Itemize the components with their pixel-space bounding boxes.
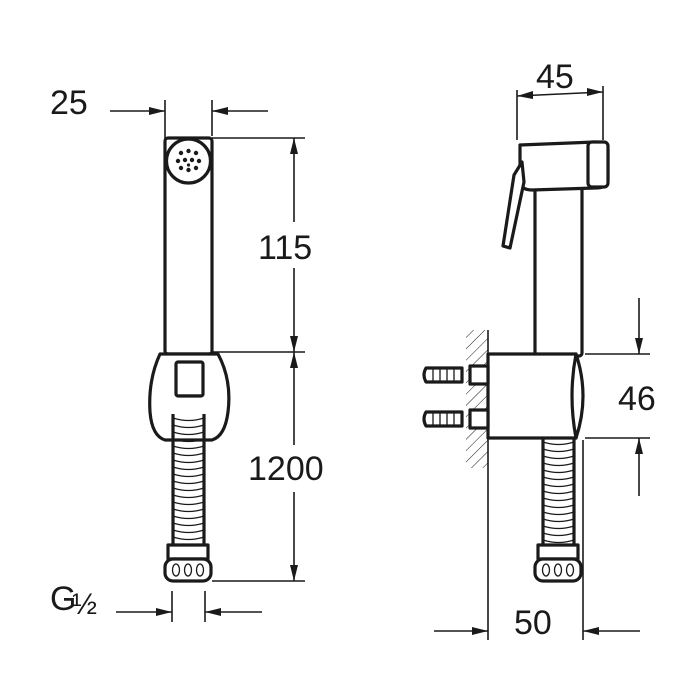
holder-bracket-side (468, 352, 585, 440)
hose-coil (172, 466, 205, 471)
spray-nozzles-icon (175, 148, 202, 173)
dim-top-width: 25 (50, 84, 268, 150)
hose-coil (172, 522, 205, 527)
dim-holder-height-label: 46 (618, 380, 656, 418)
hose-side (541, 438, 576, 545)
dim-head-height-label: 115 (258, 229, 312, 267)
dim-projection-label: 50 (514, 604, 552, 642)
hose-coil (172, 445, 205, 450)
hose-front (171, 414, 206, 545)
hose-coil (542, 539, 575, 544)
hose-coil (542, 518, 575, 523)
hose-coil (172, 452, 205, 457)
front-view: 25 115 1200 G (50, 84, 324, 622)
dim-thread-letter: G (50, 580, 76, 618)
hose-coil (542, 490, 575, 495)
wall-plug-upper-icon (422, 366, 464, 384)
dim-hose-length: 1200 (212, 352, 324, 582)
hose-coil (542, 511, 575, 516)
dim-projection: 50 (434, 440, 640, 642)
hose-coil (172, 473, 205, 478)
hose-coil (542, 455, 575, 460)
holder-bracket-front (148, 352, 231, 442)
dim-head-length-label: 45 (536, 58, 574, 96)
hose-coil (542, 469, 575, 474)
hose-coil (542, 504, 575, 509)
hose-coil (172, 480, 205, 485)
dim-thread-fraction: ½ (72, 588, 97, 621)
hose-coil (542, 483, 575, 488)
dim-thread: G ½ (50, 580, 262, 622)
hose-coil (542, 462, 575, 467)
side-view: 45 46 50 (422, 58, 656, 642)
hose-coil (542, 441, 575, 446)
hose-coil (172, 459, 205, 464)
spray-head-front (163, 136, 214, 356)
spray-head-side (501, 140, 610, 358)
dim-hose-length-label: 1200 (248, 450, 324, 488)
hose-coil (542, 476, 575, 481)
dim-holder-height: 46 (585, 298, 656, 496)
hose-coil (172, 536, 205, 541)
hose-nut-side (533, 543, 583, 583)
dim-top-width-label: 25 (50, 84, 88, 122)
hose-coil (542, 497, 575, 502)
hose-coil (172, 424, 205, 429)
hose-coil (172, 417, 205, 422)
hose-coil (172, 487, 205, 492)
hose-coil (172, 508, 205, 513)
dim-head-length: 45 (516, 58, 604, 140)
hose-coil (172, 501, 205, 506)
wall-section (466, 330, 489, 468)
hose-nut-front (163, 543, 213, 583)
wall-plug-lower-icon (422, 410, 464, 428)
hose-coil (172, 431, 205, 436)
dim-head-height: 115 (212, 137, 312, 353)
hose-coil (542, 448, 575, 453)
hose-coil (542, 532, 575, 537)
hose-coil (172, 494, 205, 499)
hose-coil (172, 438, 205, 443)
trigger-lever-icon (501, 160, 526, 250)
hose-coil (172, 529, 205, 534)
hose-coil (542, 525, 575, 530)
hose-coil (172, 515, 205, 520)
